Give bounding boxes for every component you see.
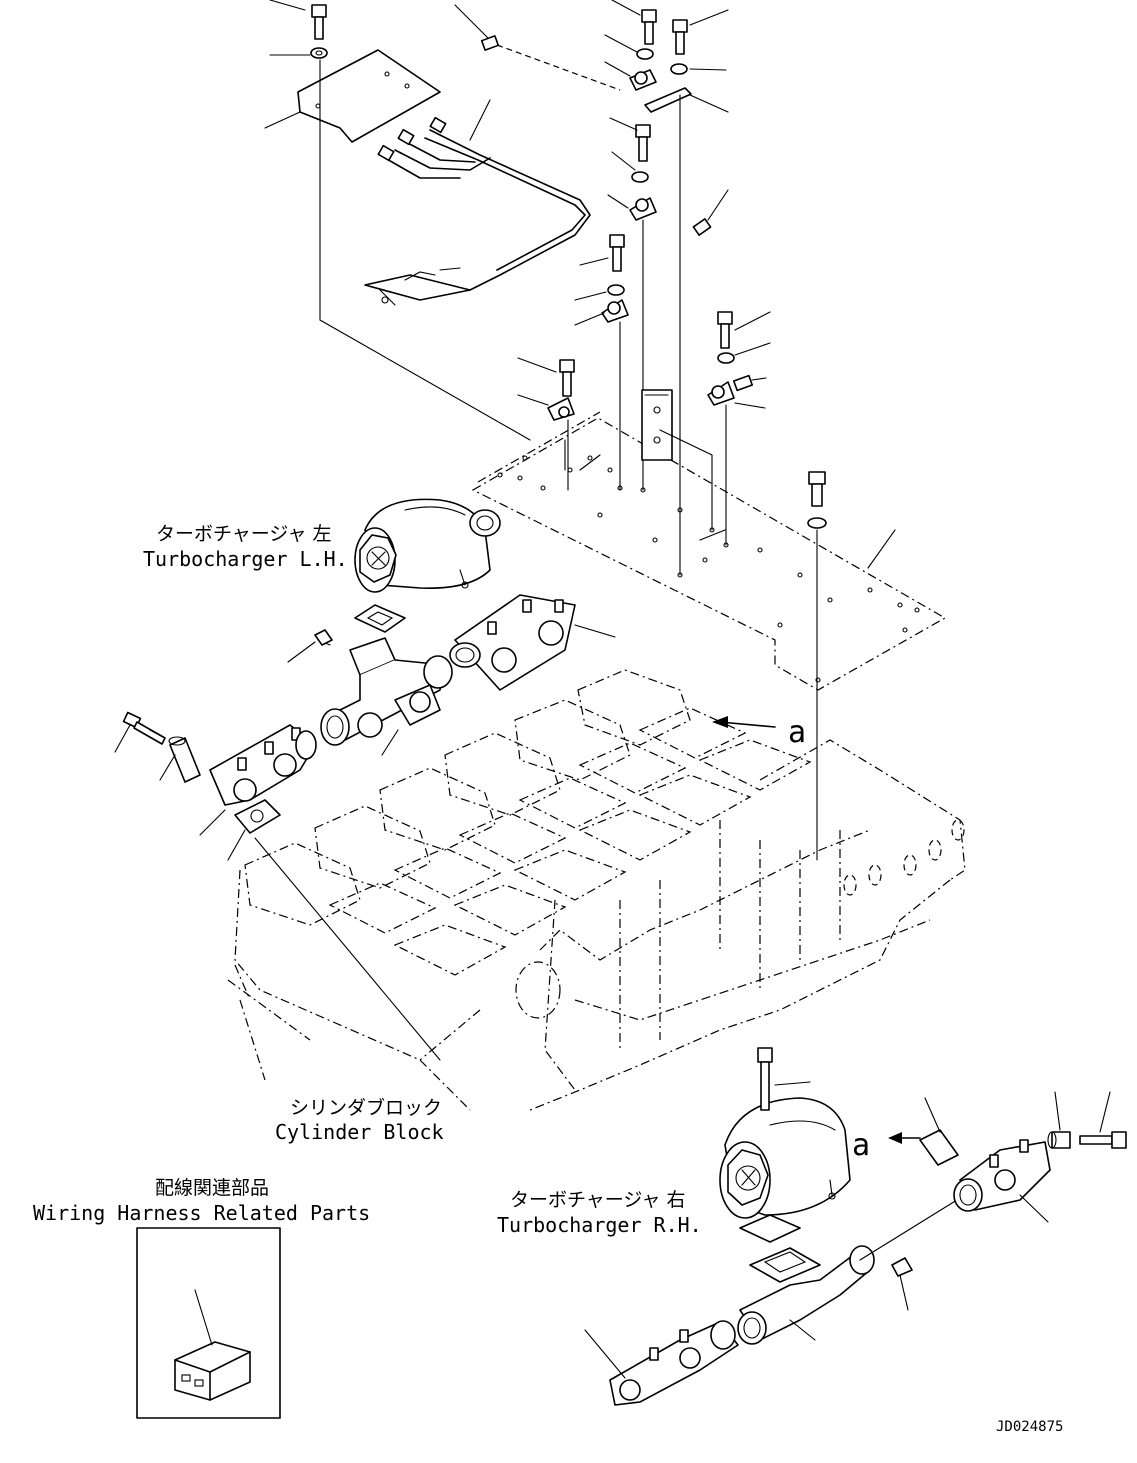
protective-plate <box>471 389 947 691</box>
exhaust-manifold-lh-lower <box>209 724 317 806</box>
cylinder-block-label-jp: シリンダブロック <box>290 1096 442 1119</box>
connector-part <box>174 1289 251 1401</box>
exhaust-manifold-rh-lower <box>584 1320 739 1406</box>
ref-a-bottom-label: a <box>852 1128 870 1163</box>
turbo-rh-stud-bolt <box>757 1047 811 1111</box>
heat-shield-assembly <box>297 49 441 143</box>
exhaust-tee-pipe <box>287 629 453 756</box>
ref-a-top-label: a <box>788 715 806 750</box>
turbo-rh-label-en: Turbocharger R.H. <box>497 1213 702 1237</box>
wiring-label-en: Wiring Harness Related Parts <box>33 1201 370 1225</box>
manifold-gasket-lh <box>234 799 281 834</box>
clamp-bolt-stack-6 <box>517 357 575 491</box>
clamp-bolt-stack-4 <box>574 234 629 491</box>
long-bolt-lh <box>122 711 166 745</box>
spacer-sleeve-rh <box>1047 1091 1071 1149</box>
plate-holes <box>497 455 920 683</box>
turbocharger-lh <box>354 498 501 593</box>
clamp-bolt-stack-1 <box>604 0 657 91</box>
ref-arrow-a-bottom <box>888 1132 921 1144</box>
exhaust-manifold-rh-upper <box>953 1139 1051 1223</box>
turbo-rh-gasket <box>739 1214 821 1283</box>
wiring-harness <box>364 116 591 306</box>
bolt-rh-small <box>891 1257 913 1311</box>
ref-arrow-a-top <box>712 716 776 728</box>
turbocharger-rh <box>719 1097 851 1219</box>
block-head-bolts <box>843 819 965 896</box>
bolt-top-left <box>310 4 328 59</box>
clamp-bolt-stack-2 <box>644 9 729 576</box>
turbo-lh-label-en: Turbocharger L.H. <box>143 547 348 571</box>
drawing-number: JD024875 <box>996 1419 1063 1435</box>
exhaust-manifold-lh-upper <box>449 594 616 691</box>
turbo-lh-gasket <box>354 604 406 633</box>
plate-bolt <box>807 471 827 861</box>
spacer-sleeve-lh <box>168 736 201 783</box>
wiring-parts-box <box>136 1227 281 1419</box>
exhaust-elbow-rh <box>737 1194 966 1345</box>
clamp-bolt-stack-5 <box>707 311 771 546</box>
manifold-gasket-rh <box>919 1097 959 1166</box>
long-bolt-rh <box>1079 1091 1127 1149</box>
wiring-label-jp: 配線関連部品 <box>155 1177 269 1199</box>
leader-lines-top-left <box>264 0 531 441</box>
spacer-small <box>480 35 621 91</box>
cylinder-block-label-en: Cylinder Block <box>275 1120 444 1144</box>
leader-lines-lh <box>114 724 441 1061</box>
turbo-lh-label-jp: ターボチャージャ 左 <box>156 523 332 545</box>
turbo-rh-label-jp: ターボチャージャ 右 <box>510 1189 686 1211</box>
cylinder-block <box>227 669 966 1111</box>
